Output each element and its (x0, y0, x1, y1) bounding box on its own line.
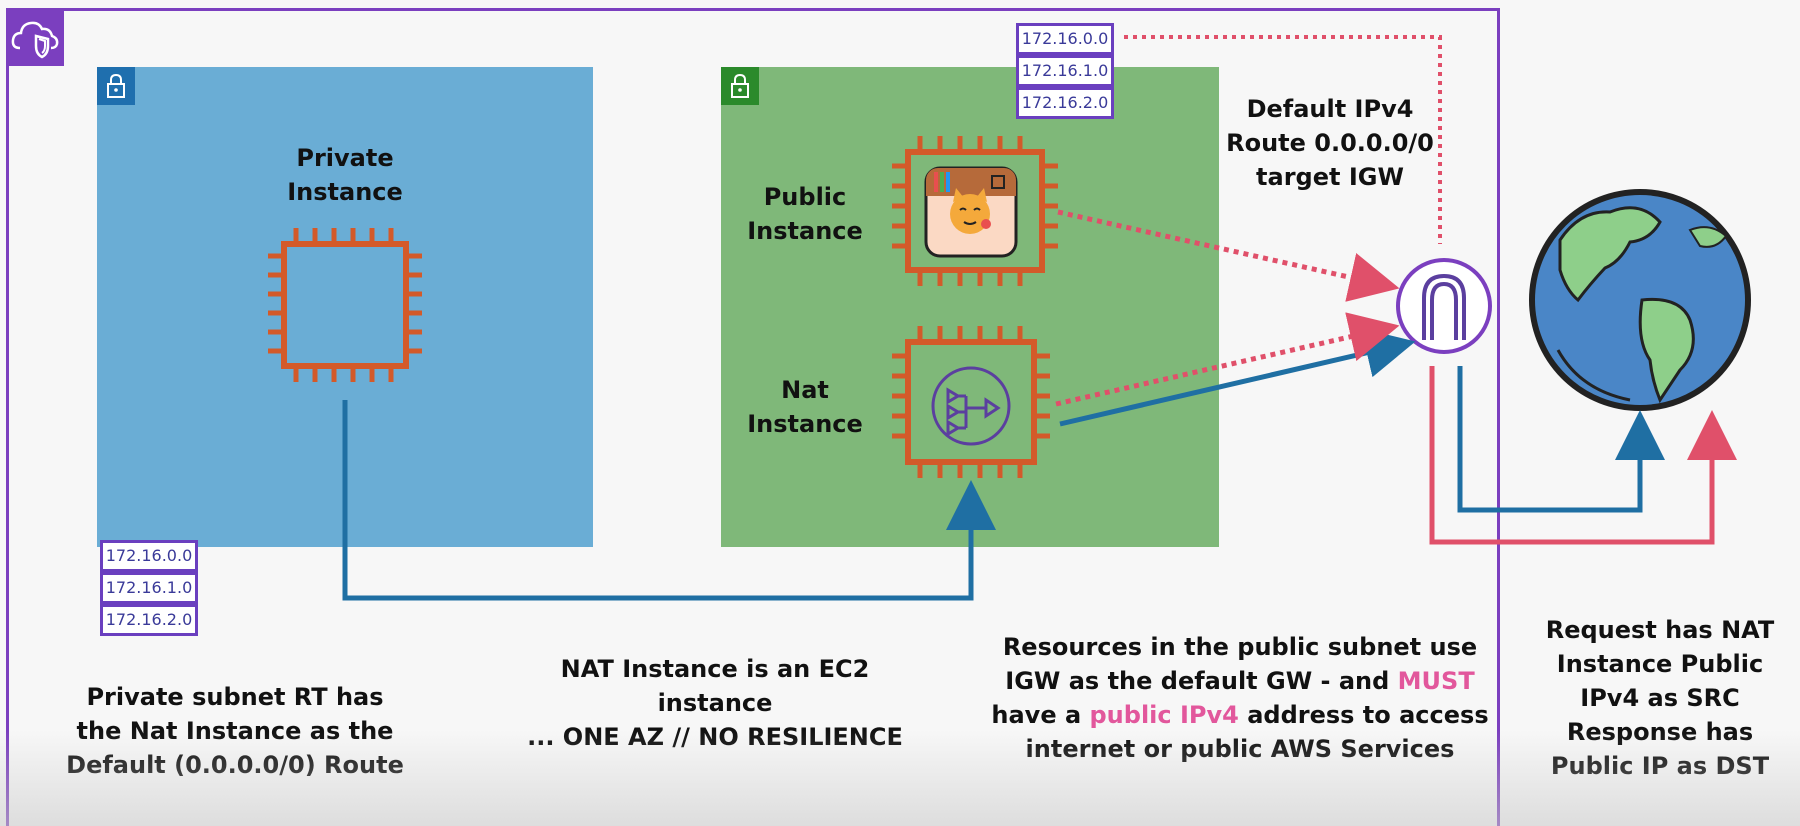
nat-to-igw-dotted (1055, 312, 1400, 407)
private-to-nat-flow (342, 400, 996, 601)
internet-caption-line: IPv4 as SRC (1580, 684, 1740, 712)
nat-instance-ec2-icon (892, 326, 1050, 478)
private-rt-caption-line: the Nat Instance as the (76, 717, 394, 745)
private-route-entry: 172.16.0.0 (100, 540, 198, 572)
nat-instance-caption: NAT Instance is an EC2 instance ... ONE … (500, 652, 930, 754)
igw-route-caption: Default IPv4 Route 0.0.0.0/0 target IGW (1200, 92, 1460, 194)
internet-caption: Request has NAT Instance Public IPv4 as … (1530, 613, 1790, 783)
nat-to-igw-flow (1059, 328, 1416, 427)
public-instance-label-line1: Public (763, 183, 847, 211)
caption-emphasis: public IPv4 (1089, 701, 1239, 729)
caption-text: have a (991, 701, 1090, 729)
public-to-igw-dotted (1057, 209, 1400, 302)
private-instance-label-line2: Instance (287, 178, 403, 206)
igw-route-line1: Default IPv4 (1246, 95, 1414, 123)
internet-caption-line: Instance Public (1556, 650, 1764, 678)
vpc-boundary (6, 8, 1500, 826)
nat-instance-caption-line: NAT Instance is an EC2 instance (560, 655, 870, 717)
internet-gateway-icon (1396, 258, 1492, 354)
nat-instance-label: Nat Instance (730, 373, 880, 441)
public-subnet (721, 67, 1219, 547)
public-route-entry: 172.16.1.0 (1016, 55, 1114, 87)
public-route-entry: 172.16.0.0 (1016, 23, 1114, 55)
private-route-entry: 172.16.2.0 (100, 604, 198, 636)
igw-route-line3: target IGW (1256, 163, 1404, 191)
public-route-entry: 172.16.2.0 (1016, 87, 1114, 119)
public-instance-label-line2: Instance (747, 217, 863, 245)
private-route-entry: 172.16.1.0 (100, 572, 198, 604)
igw-route-line2: Route 0.0.0.0/0 (1226, 129, 1434, 157)
public-subnet-caption-line: Resources in the public subnet use (1002, 633, 1478, 661)
public-instance-label: Public Instance (730, 180, 880, 248)
public-subnet-lock-icon (721, 67, 759, 105)
vpc-icon (6, 8, 64, 66)
nat-gateway-icon (931, 366, 1011, 446)
nat-instance-label-line1: Nat (781, 376, 829, 404)
igw-to-internet-flow (1457, 366, 1665, 513)
internet-response-flow (1429, 366, 1737, 545)
private-rt-caption-line: Private subnet RT has (86, 683, 384, 711)
internet-caption-line: Public IP as DST (1550, 752, 1770, 780)
cat-app-icon (924, 166, 1018, 258)
private-subnet-lock-icon (97, 67, 135, 105)
private-rt-caption: Private subnet RT has the Nat Instance a… (60, 680, 410, 782)
public-subnet-caption: Resources in the public subnet use IGW a… (980, 630, 1500, 766)
public-subnet-caption-line: IGW as the default GW - and MUST (980, 664, 1500, 698)
nat-instance-caption-line: ... ONE AZ // NO RESILIENCE (527, 723, 903, 751)
route-table-to-igw-dotted (1124, 35, 1442, 244)
public-subnet-caption-line: internet or public AWS Services (1025, 735, 1455, 763)
caption-text: IGW as the default GW - and (1005, 667, 1398, 695)
nat-instance-label-line2: Instance (747, 410, 863, 438)
globe-icon (1529, 189, 1751, 411)
cloud-shield-icon (11, 21, 59, 59)
private-instance-label-line1: Private (296, 144, 394, 172)
public-subnet-caption-line: have a public IPv4 address to access (980, 698, 1500, 732)
internet-caption-line: Response has (1566, 718, 1754, 746)
caption-emphasis: MUST (1397, 667, 1475, 695)
private-instance-label: Private Instance (245, 141, 445, 209)
private-rt-caption-line: Default (0.0.0.0/0) Route (66, 751, 404, 779)
public-instance-ec2-icon (892, 136, 1058, 286)
caption-text: address to access (1238, 701, 1489, 729)
internet-caption-line: Request has NAT (1545, 616, 1775, 644)
private-instance-ec2-icon (268, 228, 422, 382)
